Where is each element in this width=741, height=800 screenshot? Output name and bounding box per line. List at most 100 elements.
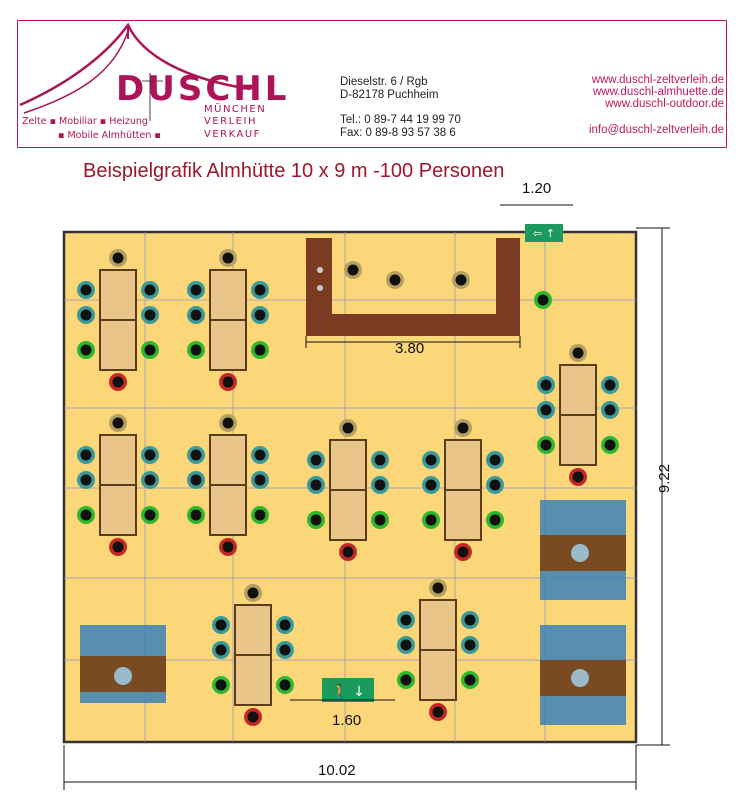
dim-label-entrance: 1.60 xyxy=(332,712,362,729)
person-2-1 xyxy=(187,281,205,299)
person-7-6 xyxy=(601,436,619,454)
person-8-3 xyxy=(212,676,230,694)
link-almhuette[interactable]: www.duschl-almhuette.de xyxy=(592,86,724,98)
person-4-5 xyxy=(251,471,269,489)
dim-label-bar: 3.80 xyxy=(395,340,425,357)
dim-label-width: 10.02 xyxy=(318,762,356,779)
person-5-2 xyxy=(307,476,325,494)
logo-verkauf: VERKAUF xyxy=(204,129,261,140)
lounge-right-top xyxy=(540,500,626,600)
person-6-7 xyxy=(454,419,472,437)
person-4-3 xyxy=(187,506,205,524)
person-6-3 xyxy=(422,511,440,529)
person-7-7 xyxy=(569,344,587,362)
duschl-tent-logo xyxy=(19,22,251,121)
exit-sign-bottom: 🚶 ↓ xyxy=(322,678,374,702)
person-3-8 xyxy=(109,538,127,556)
person-5-3 xyxy=(307,511,325,529)
link-zeltverleih[interactable]: www.duschl-zeltverleih.de xyxy=(591,74,724,86)
person-1-4 xyxy=(141,281,159,299)
person-7-3 xyxy=(537,436,555,454)
lounge-left xyxy=(80,625,166,703)
person-2-8 xyxy=(219,373,237,391)
person-9-5 xyxy=(461,636,479,654)
dim-label-top: 1.20 xyxy=(522,180,552,197)
person-7-5 xyxy=(601,401,619,419)
address-fax: Fax: 0 89-8 93 57 38 6 xyxy=(340,127,456,139)
service-heizung: Heizung xyxy=(109,116,148,127)
person-2-4 xyxy=(251,281,269,299)
person-4-6 xyxy=(251,506,269,524)
svg-text:🚶 ↓: 🚶 ↓ xyxy=(331,683,365,700)
person-4-8 xyxy=(219,538,237,556)
person-3-7 xyxy=(109,414,127,432)
address-tel: Tel.: 0 89-7 44 19 99 70 xyxy=(340,114,461,126)
address-street: Dieselstr. 6 / Rgb xyxy=(340,76,428,88)
person-5-5 xyxy=(371,476,389,494)
person-8-5 xyxy=(276,641,294,659)
bar-counter xyxy=(306,238,520,336)
person-5-4 xyxy=(371,451,389,469)
person-5-6 xyxy=(371,511,389,529)
person-9-4 xyxy=(461,611,479,629)
person-4-4 xyxy=(251,446,269,464)
person-3-5 xyxy=(141,471,159,489)
person-1-6 xyxy=(141,341,159,359)
person-8-6 xyxy=(276,676,294,694)
person-9-7 xyxy=(429,579,447,597)
person-6-5 xyxy=(486,476,504,494)
person-5-7 xyxy=(339,419,357,437)
link-email[interactable]: info@duschl-zeltverleih.de xyxy=(588,124,724,136)
service-zelte: Zelte xyxy=(22,116,47,127)
person-2-6 xyxy=(251,341,269,359)
person-9-3 xyxy=(397,671,415,689)
logo-brand: DUSCHL xyxy=(116,69,290,109)
service-mobiliar: Mobiliar xyxy=(59,116,97,127)
logo-city: MÜNCHEN xyxy=(204,104,267,115)
services-row-2: ▪ Mobile Almhütten ▪ xyxy=(58,130,161,141)
address-city: D-82178 Puchheim xyxy=(340,89,439,101)
person-9-2 xyxy=(397,636,415,654)
plan-title: Beispielgrafik Almhütte 10 x 9 m -100 Pe… xyxy=(83,160,505,182)
service-almhuetten: Mobile Almhütten xyxy=(67,130,152,141)
person-8-4 xyxy=(276,616,294,634)
dim-label-height: 9.22 xyxy=(656,463,674,494)
person-1-2 xyxy=(77,306,95,324)
services-row-1: Zelte ▪ Mobiliar ▪ Heizung xyxy=(22,116,148,127)
person-7-2 xyxy=(537,401,555,419)
person-5-1 xyxy=(307,451,325,469)
person-7-8 xyxy=(569,468,587,486)
person-1-1 xyxy=(77,281,95,299)
person-7-1 xyxy=(537,376,555,394)
person-1-7 xyxy=(109,249,127,267)
person-3-1 xyxy=(77,446,95,464)
header-banner: DUSCHL MÜNCHEN VERLEIH VERKAUF Zelte ▪ M… xyxy=(17,20,727,148)
person-3-3 xyxy=(77,506,95,524)
person-8-7 xyxy=(244,584,262,602)
person-5-8 xyxy=(339,543,357,561)
person-2-2 xyxy=(187,306,205,324)
exit-sign-top: ⇦ ↑ xyxy=(525,224,563,242)
person-4-2 xyxy=(187,471,205,489)
person-6-2 xyxy=(422,476,440,494)
lounge-right-bottom xyxy=(540,625,626,725)
person-1-8 xyxy=(109,373,127,391)
person-8-1 xyxy=(212,616,230,634)
person-9-8 xyxy=(429,703,447,721)
person-8-2 xyxy=(212,641,230,659)
person-3-2 xyxy=(77,471,95,489)
person-1-5 xyxy=(141,306,159,324)
link-outdoor[interactable]: www.duschl-outdoor.de xyxy=(605,98,724,110)
person-6-4 xyxy=(486,451,504,469)
person-9-6 xyxy=(461,671,479,689)
person-2-7 xyxy=(219,249,237,267)
svg-text:⇦ ↑: ⇦ ↑ xyxy=(533,227,555,240)
person-4-7 xyxy=(219,414,237,432)
person-8-8 xyxy=(244,708,262,726)
person-3-4 xyxy=(141,446,159,464)
person-9-1 xyxy=(397,611,415,629)
person-6-1 xyxy=(422,451,440,469)
logo-verleih: VERLEIH xyxy=(204,116,257,127)
person-2-3 xyxy=(187,341,205,359)
